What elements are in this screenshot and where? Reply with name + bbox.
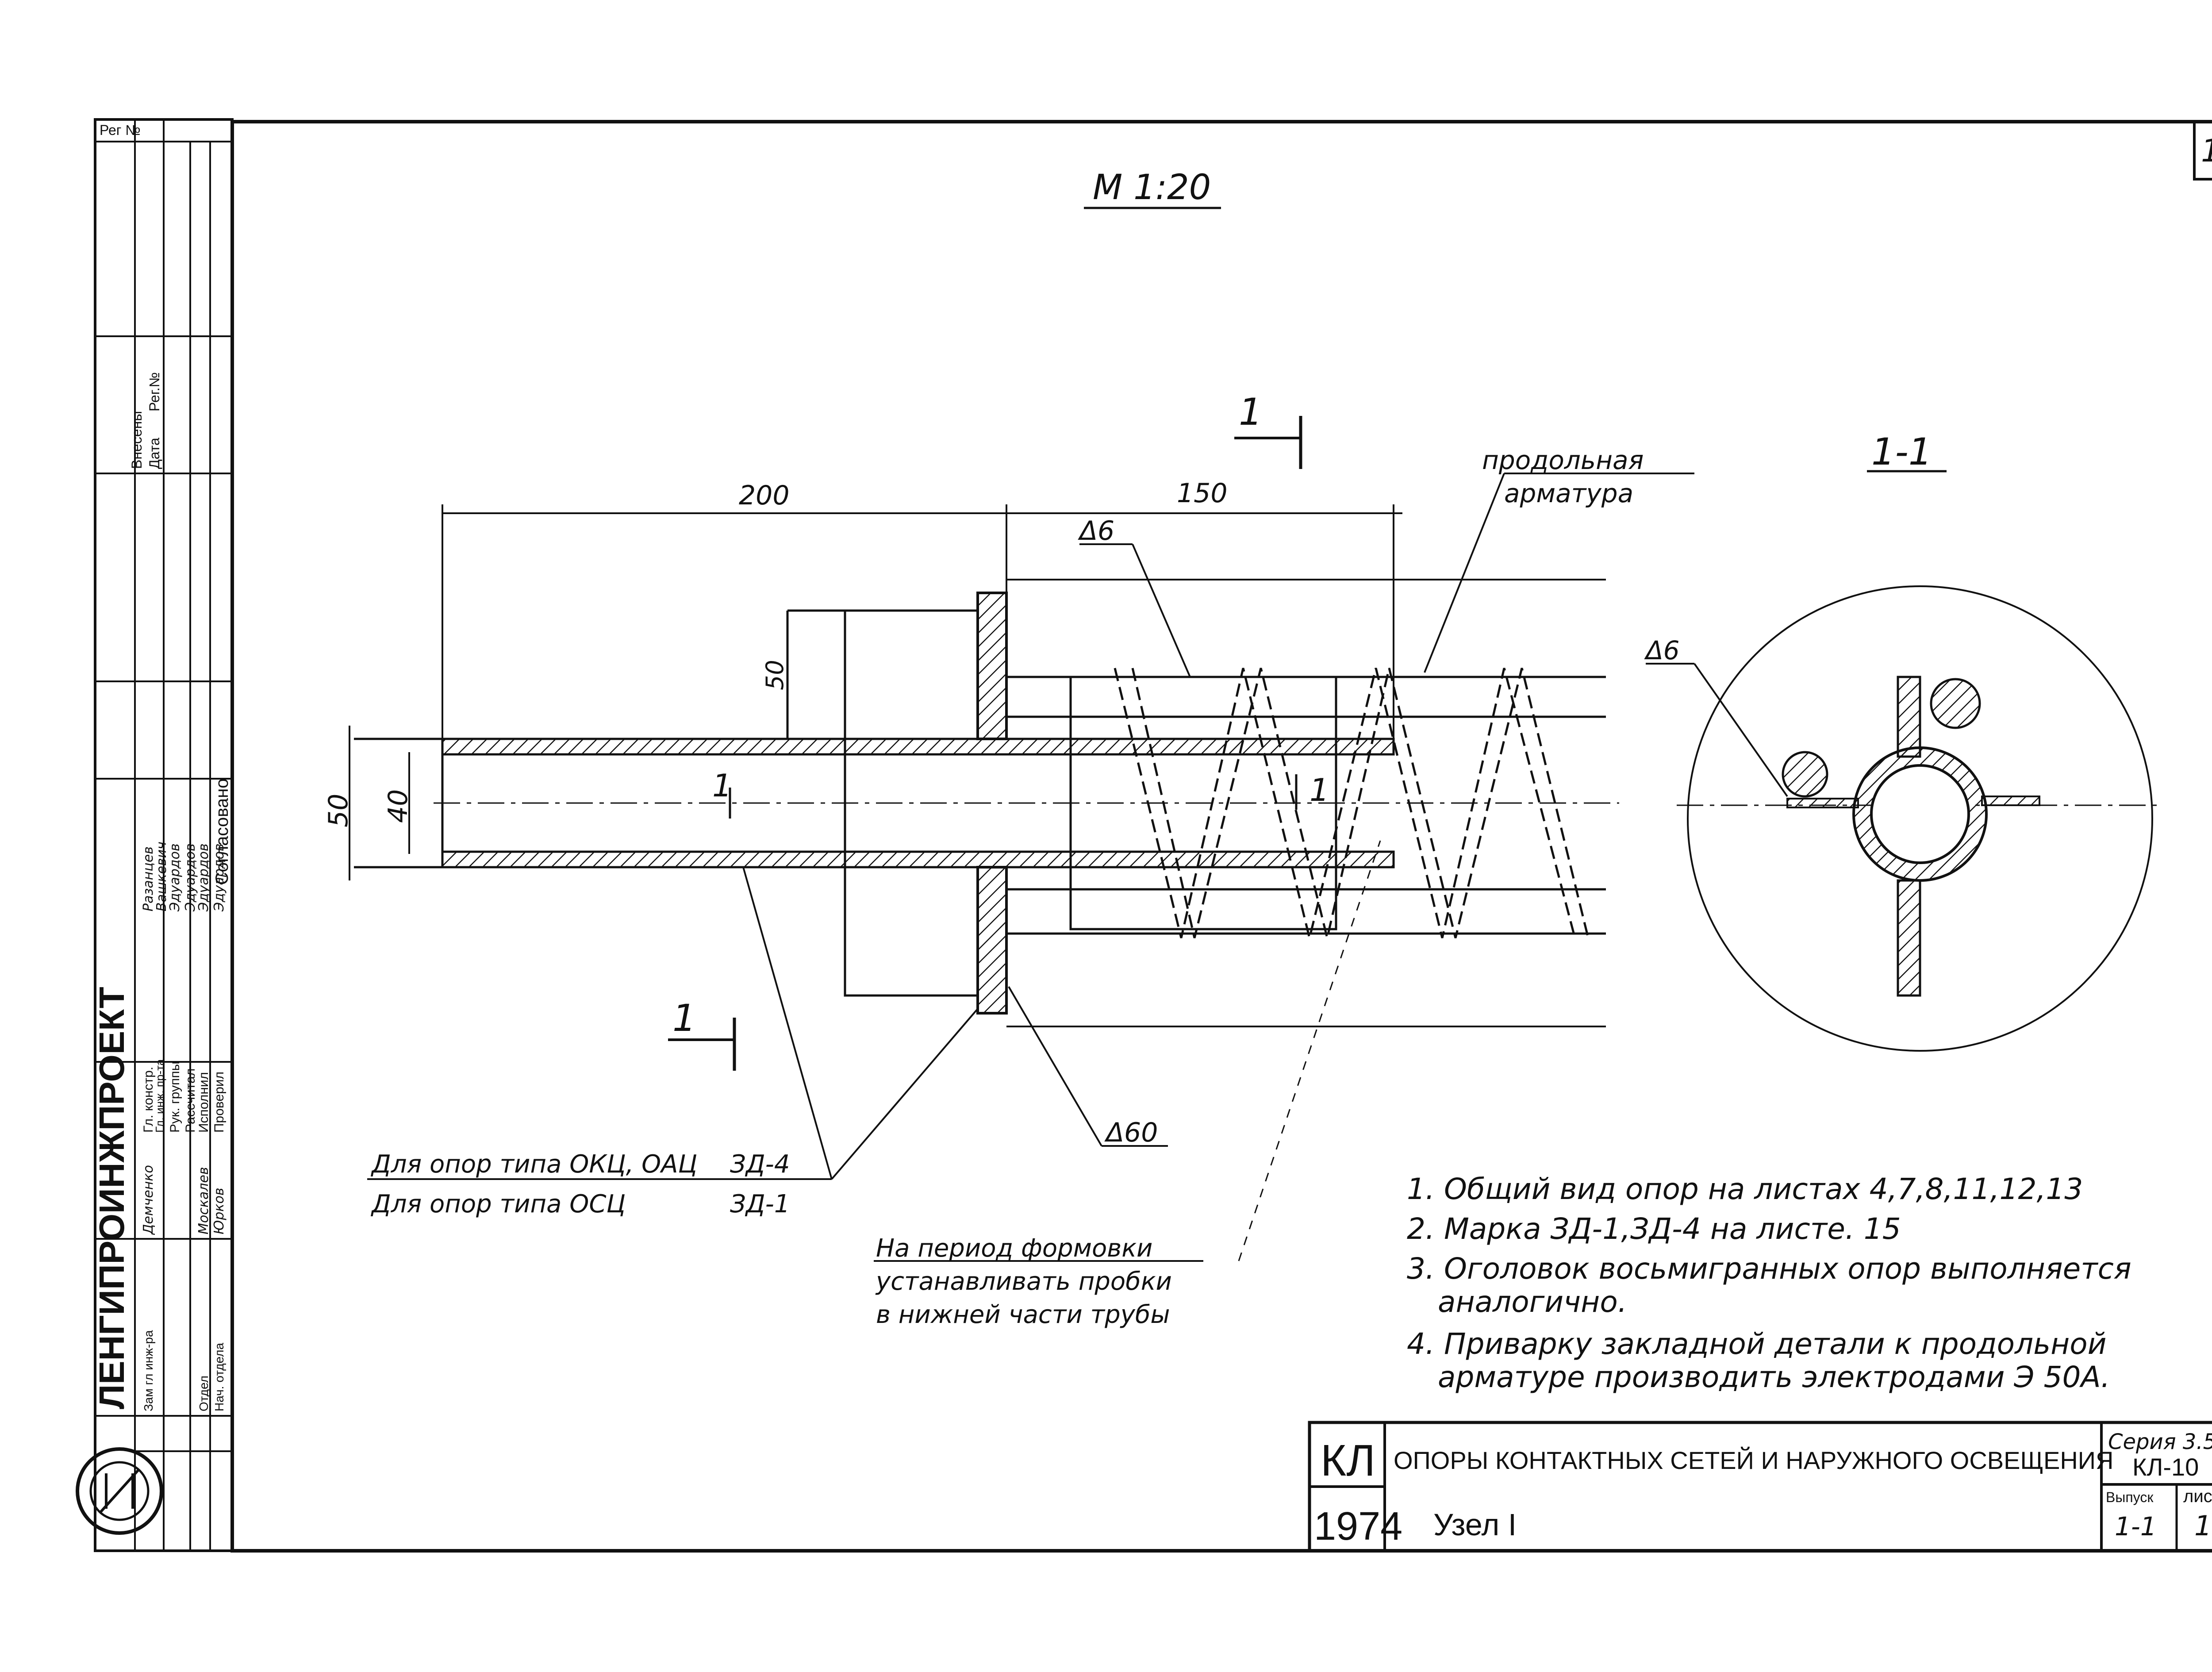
rebar-label-line-2: арматура	[1504, 478, 1633, 508]
series-value: КЛ-10	[2132, 1453, 2199, 1481]
dim-50-vertical: 50	[761, 660, 789, 690]
molding-note-2: устанавливать пробки	[875, 1267, 1172, 1296]
molding-note-1: На период формовки	[876, 1234, 1152, 1263]
stamp-name-3: Эдуардов	[167, 843, 183, 912]
sheet-value: 14	[2194, 1510, 2212, 1542]
opora-line-2-value: ЗД-1	[730, 1190, 790, 1218]
issue-value: 1-1	[2115, 1511, 2157, 1541]
weld-6-main: Δ6	[1078, 515, 1114, 546]
page-number-box	[2193, 120, 2212, 181]
section-title: 1-1	[1871, 430, 1932, 473]
section-weld-6: Δ6	[1644, 635, 1680, 665]
title-main: ОПОРЫ КОНТАКТНЫХ СЕТЕЙ И НАРУЖНОГО ОСВЕЩ…	[1394, 1446, 2113, 1474]
note-3-cont: аналогично.	[1438, 1285, 1627, 1319]
scale-label: М 1:20	[1093, 168, 1211, 208]
stamp-role-2: Гл. инж. пр-та	[153, 1059, 166, 1133]
flange-plate-bottom	[976, 866, 1008, 1015]
organization-name: ЛЕНГИПРОИНЖПРОЕКТ	[92, 987, 131, 1409]
section-marker-mid-right: 1	[1310, 772, 1329, 808]
series-label: Серия 3.507-	[2108, 1430, 2212, 1454]
opora-line-1-value: ЗД-4	[730, 1150, 790, 1179]
title-year: 1974	[1314, 1504, 1402, 1549]
section-outer-circle	[1687, 585, 2153, 1052]
note-3: 3. Оголовок восьмигранных опор выполняет…	[1407, 1252, 2131, 1286]
pipe-wall-top	[441, 738, 1395, 756]
flange-plate-top	[976, 592, 1008, 740]
stamp-top-col-3: Внесены	[129, 411, 145, 469]
weld-60-main: Δ60	[1104, 1117, 1158, 1148]
rebar-label-line-1: продольная	[1482, 445, 1644, 475]
stamp-bottom-name-3: Юрков	[211, 1188, 227, 1234]
note-2: 2. Марка ЗД-1,ЗД-4 на листе. 15	[1407, 1212, 1901, 1246]
note-4: 4. Приварку закладной детали к продольно…	[1407, 1327, 2107, 1361]
section-marker-top: 1	[1239, 390, 1262, 434]
registration-label: Рег №	[100, 122, 141, 138]
title-block	[1308, 1421, 2212, 1553]
stamp-role-5: Исполнил	[196, 1072, 211, 1133]
dim-150: 150	[1177, 478, 1228, 509]
section-view: 1-1 Δ6	[1644, 430, 2163, 1052]
stamp-name-1: Разанцев	[141, 846, 156, 911]
title-subtitle: Узел I	[1433, 1507, 1517, 1542]
stamp-role-1: Гл. констр.	[141, 1067, 156, 1133]
left-stamp	[76, 118, 234, 1552]
stamp-bottom-role-1: Зам гл инж-ра	[142, 1330, 155, 1411]
opora-line-2-label: Для опор типа ОСЦ	[370, 1190, 626, 1218]
page-number: 19	[2201, 133, 2212, 169]
sheet-label: лист	[2183, 1487, 2212, 1506]
stamp-name-4: Эдуардов	[183, 843, 198, 912]
stamp-role-3: Рук. группы	[168, 1061, 182, 1133]
stamp-name-5: Эдуардов	[196, 843, 211, 912]
organization-logo	[76, 1447, 163, 1535]
opora-line-1-label: Для опор типа ОКЦ, ОАЦ	[370, 1150, 697, 1179]
issue-label: Выпуск	[2106, 1489, 2154, 1505]
stamp-name-2: Вашкевич	[154, 842, 169, 911]
note-4-cont: арматуре производить электродами Э 50А.	[1438, 1360, 2110, 1394]
stamp-name-6: Эдуардов	[211, 843, 227, 912]
stamp-bottom-role-2: Отдел	[197, 1376, 211, 1411]
dim-50-left: 50	[323, 794, 354, 827]
stamp-bottom-name-1: Демченко	[141, 1165, 156, 1235]
stamp-bottom-role-3: Нач. отдела	[212, 1343, 226, 1411]
stamp-role-6: Проверил	[212, 1072, 227, 1133]
title-code: КЛ	[1321, 1436, 1375, 1485]
dim-200: 200	[739, 480, 790, 511]
stamp-role-4: Рассчитал	[183, 1069, 198, 1133]
dim-40-left: 40	[383, 789, 414, 823]
stamp-bottom-name-2: Москалев	[196, 1167, 211, 1234]
section-marker-mid-left: 1	[712, 768, 732, 804]
main-view: 200 150 50 50 40 1 1 1 1 Δ6 Δ60 продольн…	[323, 390, 1694, 1329]
molding-note-3: в нижней части трубы	[876, 1300, 1170, 1329]
note-1: 1. Общий вид опор на листах 4,7,8,11,12,…	[1407, 1172, 2083, 1206]
section-marker-bottom: 1	[672, 996, 696, 1040]
pipe-wall-bottom	[441, 850, 1395, 869]
stamp-top-col-2: Рег.№	[146, 372, 162, 411]
stamp-top-col-1: Дата	[146, 438, 162, 469]
stamp-approval-header: Согласовано	[212, 778, 232, 885]
notes: 1. Общий вид опор на листах 4,7,8,11,12,…	[1407, 1172, 2131, 1394]
